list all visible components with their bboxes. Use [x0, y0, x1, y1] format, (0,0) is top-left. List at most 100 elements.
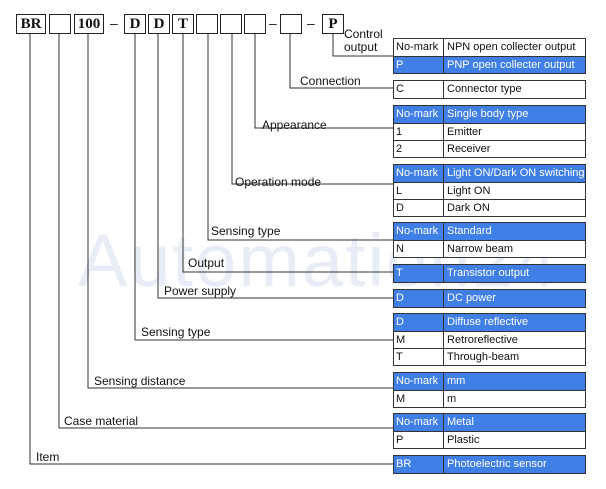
option-description: Retroreflective — [447, 334, 518, 346]
option-code: No-mark — [394, 414, 444, 431]
option-code: No-mark — [394, 165, 444, 182]
option-code: D — [394, 290, 444, 307]
label-output: Output — [188, 256, 225, 270]
code-dash: – — [110, 15, 118, 31]
option-code: BR — [394, 456, 444, 473]
code-box-sensing-distance: 100 — [74, 14, 104, 34]
option-description: Emitter — [447, 126, 482, 138]
option-description: NPN open collecter output — [447, 41, 576, 53]
code-box-connection — [280, 14, 302, 34]
code-box-control-output: P — [322, 14, 344, 34]
code-box-sensing-type-2 — [196, 14, 218, 34]
code-box-power-supply: D — [148, 14, 170, 34]
option-description: Diffuse reflective — [447, 316, 529, 328]
option-code: T — [394, 349, 444, 365]
option-code: N — [394, 241, 444, 257]
option-code: No-mark — [394, 39, 444, 56]
option-description: DC power — [447, 292, 496, 304]
label-sensing-distance: Sensing distance — [94, 374, 186, 388]
option-code: M — [394, 391, 444, 407]
option-code: 2 — [394, 141, 444, 157]
option-description: Photoelectric sensor — [447, 458, 547, 470]
code-dash: – — [307, 15, 315, 31]
label-item: Item — [36, 450, 60, 464]
option-code: P — [394, 432, 444, 448]
option-code: M — [394, 332, 444, 348]
option-code: C — [394, 81, 444, 98]
label-sensing-type-2: Sensing type — [141, 325, 211, 339]
option-code: P — [394, 57, 444, 73]
code-box-output: T — [172, 14, 194, 34]
label-case-material: Case material — [64, 414, 139, 428]
option-description: PNP open collecter output — [447, 59, 575, 71]
code-box-sensing-type: D — [124, 14, 146, 34]
option-description: Receiver — [447, 143, 491, 155]
option-code: T — [394, 265, 444, 282]
option-description: Plastic — [447, 434, 480, 446]
code-box-operation-mode — [220, 14, 242, 34]
label-operation-mode: Operation mode — [235, 175, 322, 189]
label-power-supply: Power supply — [164, 284, 237, 298]
option-description: Metal — [447, 416, 474, 428]
option-code: No-mark — [394, 106, 444, 123]
option-description: mm — [447, 375, 466, 387]
option-code: D — [394, 200, 444, 216]
code-box-item: BR — [16, 14, 46, 34]
option-code: No-mark — [394, 223, 444, 240]
option-description: Light ON — [447, 185, 491, 197]
option-description: Narrow beam — [447, 243, 514, 255]
option-code: No-mark — [394, 373, 444, 390]
label-sensing-type-1: Sensing type — [211, 224, 281, 238]
option-description: m — [447, 393, 457, 405]
option-description: Single body type — [447, 108, 529, 120]
option-description: Through-beam — [447, 351, 520, 363]
option-code: D — [394, 314, 444, 331]
option-description: Dark ON — [447, 202, 490, 214]
label-control-output: Control output — [344, 27, 383, 54]
option-code: L — [394, 183, 444, 199]
code-box-case-material — [49, 14, 71, 34]
option-description: Transistor output — [447, 267, 530, 279]
code-box-appearance — [244, 14, 266, 34]
code-dash: – — [269, 15, 277, 31]
label-appearance: Appearance — [262, 118, 327, 132]
option-description: Standard — [447, 225, 492, 237]
option-description: Light ON/Dark ON switching — [447, 167, 585, 179]
option-description: Connector type — [447, 83, 522, 95]
option-code: 1 — [394, 124, 444, 140]
